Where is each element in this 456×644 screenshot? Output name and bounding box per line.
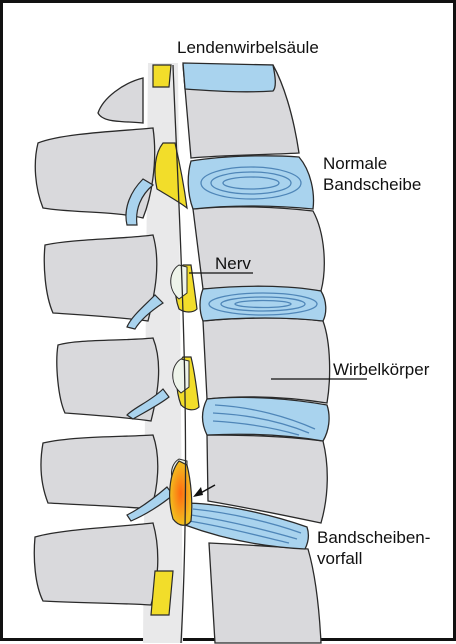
herniation-label-line2: vorfall [317,548,430,569]
spinous-processes [34,78,158,605]
normal-disc-label-line1: Normale [323,153,421,174]
spinous-process-3 [44,235,157,321]
normal-disc-label-line2: Bandscheibe [323,174,421,195]
vertebral-bodies [183,65,330,643]
normal-disc-label: Normale Bandscheibe [323,153,421,195]
herniation-label-line1: Bandscheiben- [317,527,430,548]
normal-disc-2 [188,156,313,209]
herniation-label: Bandscheiben- vorfall [317,527,430,569]
spinous-process-6 [34,523,157,605]
vertebral-body-3 [203,318,330,403]
normal-disc-1 [183,63,275,92]
nerve-root-top [153,65,171,87]
normal-disc-3 [200,286,326,321]
spinous-process-5 [41,435,158,509]
nerve-root-bottom [151,571,173,615]
nerve-label: Nerv [215,253,251,274]
title-label: Lendenwirbelsäule [177,37,319,58]
spinous-process-1 [98,78,143,123]
vertebral-body-2 [193,207,324,291]
vertebral-body-label: Wirbelkörper [333,359,429,380]
herniation-bulge [170,461,192,525]
herniation-arrow-head [193,487,203,497]
vertebral-body-5 [209,543,321,643]
disc-4 [203,397,330,441]
